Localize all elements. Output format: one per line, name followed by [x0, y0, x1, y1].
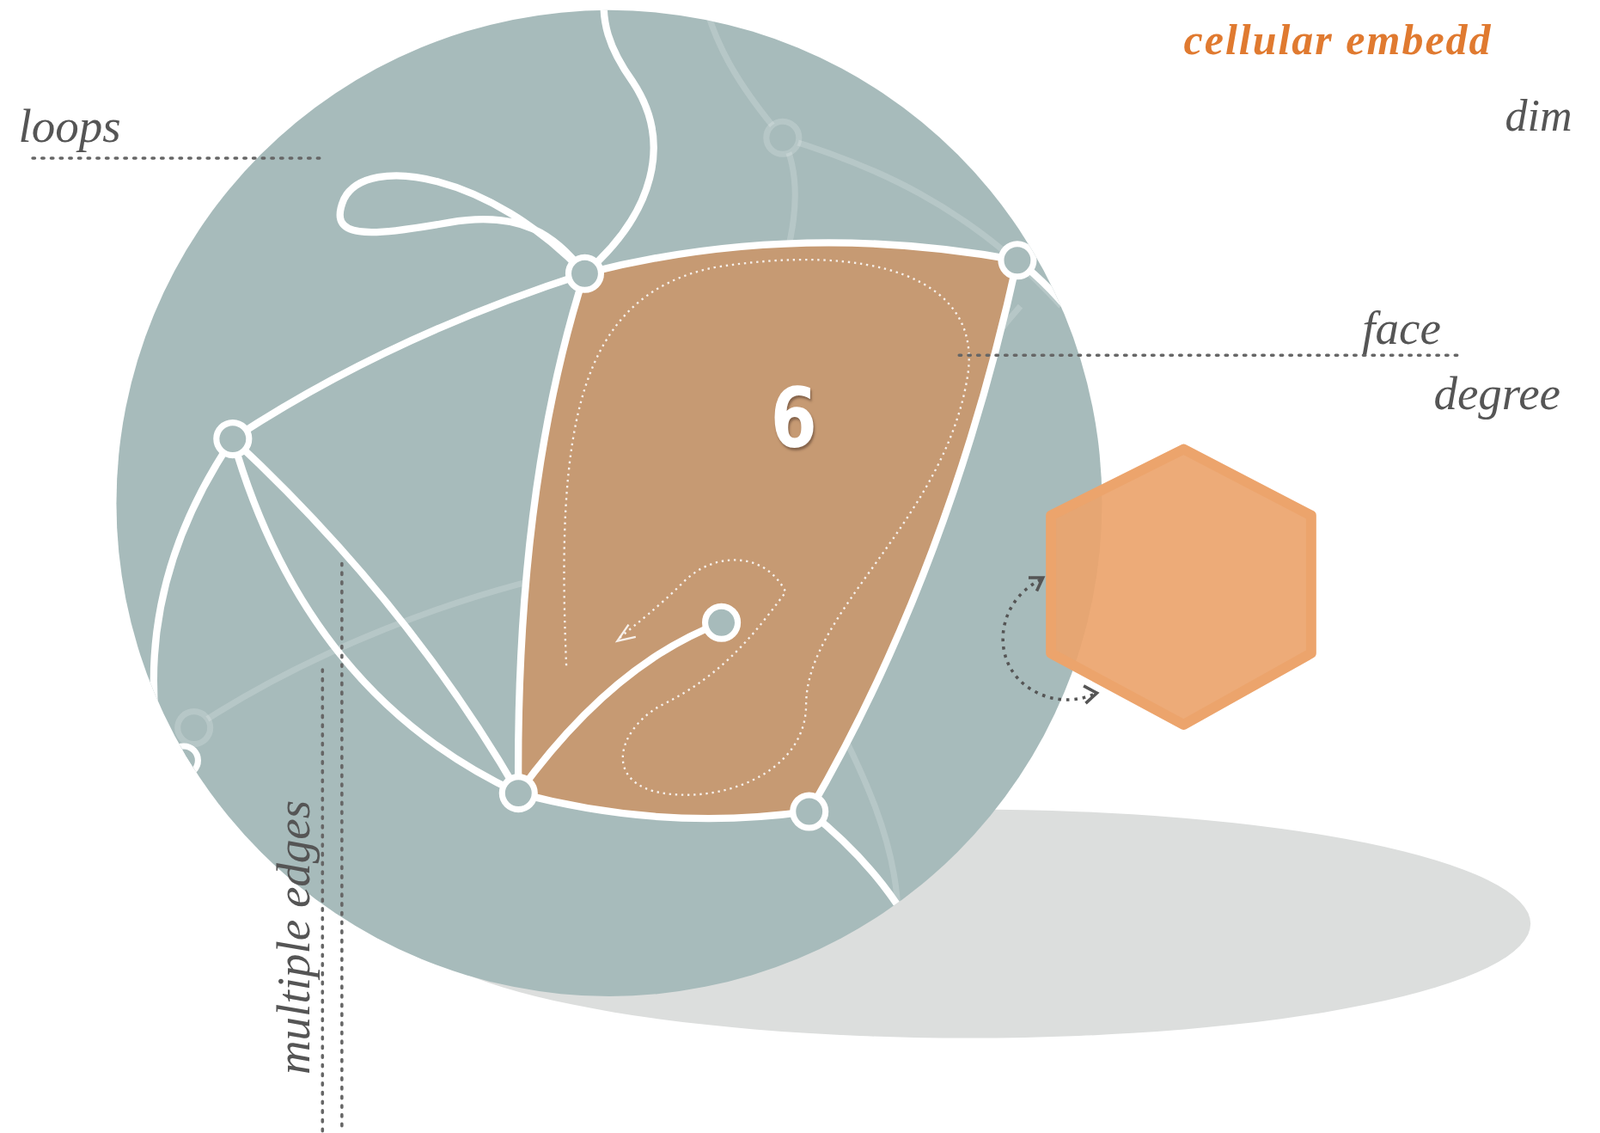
loops-label: loops [18, 102, 121, 150]
face-walk [563, 259, 969, 795]
face-region [518, 242, 1018, 819]
title-label: cellular embedd [1184, 18, 1493, 62]
face-label: face [1361, 304, 1442, 352]
rotation-arrow [1002, 579, 1094, 700]
graph-edges [153, 0, 1082, 914]
degree-label: degree [1433, 369, 1561, 417]
graph-vertices [169, 244, 1034, 828]
hexagon [1050, 448, 1312, 725]
side-label: dim [1505, 93, 1573, 139]
face-degree-number: 6 [770, 376, 818, 460]
leader-lines [32, 158, 1460, 1131]
multiple-edges-label: multiple edges [269, 800, 318, 1075]
